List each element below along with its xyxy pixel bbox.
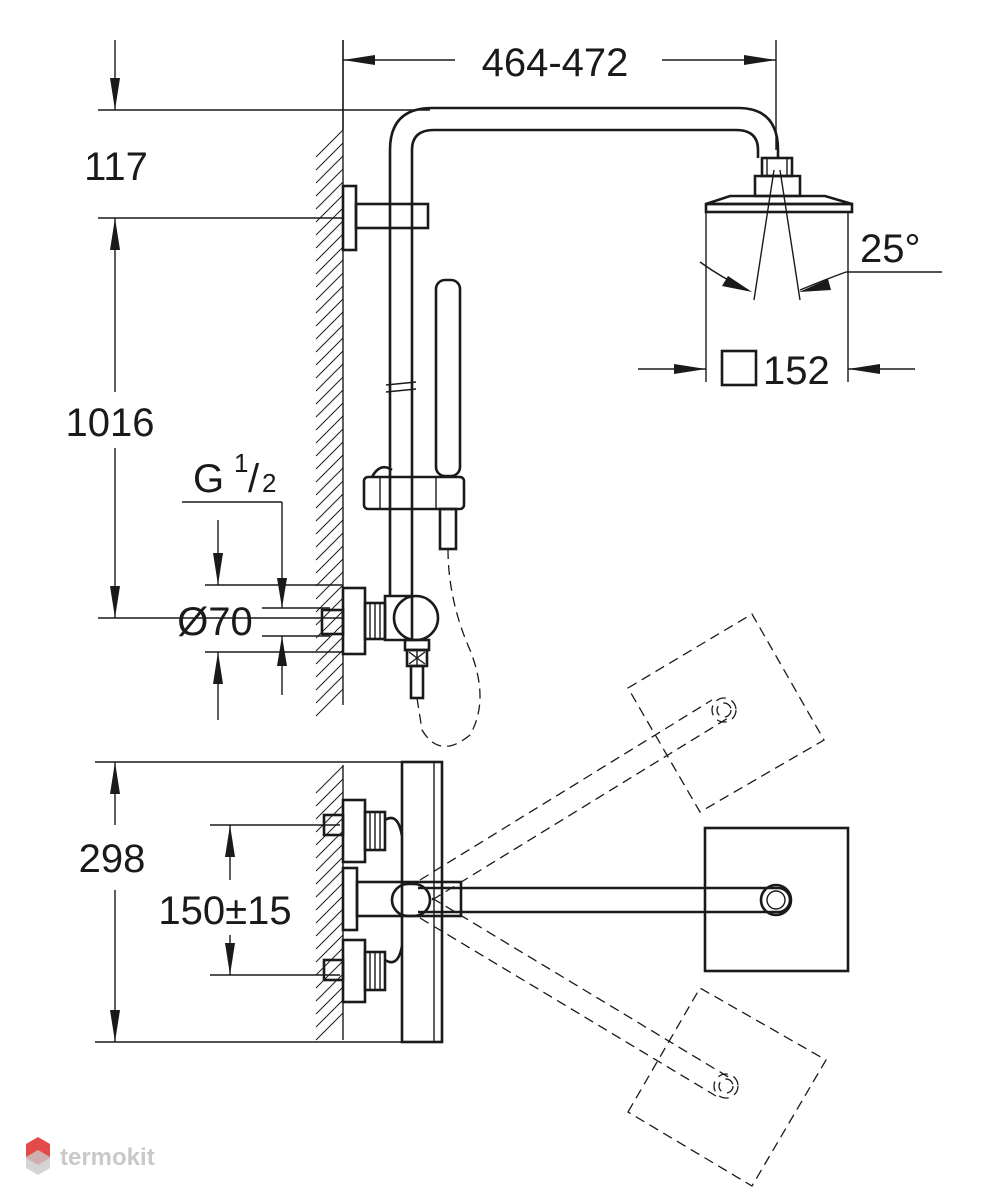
inlet-spacing-label: 150±15: [158, 889, 291, 933]
watermark-brand-text: termokit: [60, 1144, 155, 1171]
wall-hatch-line: [315, 181, 344, 210]
wall-hatch-line: [315, 467, 344, 496]
head-angle-label: 25°: [860, 227, 921, 271]
hand-shower: [362, 278, 481, 748]
wall-hatch-line: [315, 402, 344, 431]
wall-hatch-line: [315, 350, 344, 379]
wall-hatch-line: [315, 791, 344, 820]
thread-denominator: 2: [262, 468, 276, 498]
wall-hatch-line: [315, 246, 344, 275]
wall-hatch-line: [315, 259, 344, 288]
wall-hatch-line: [315, 454, 344, 483]
wall-hatch-line: [315, 843, 344, 872]
wall-hatch-line: [315, 688, 344, 717]
wall-hatch-line: [315, 597, 344, 626]
plan-depth-label: 298: [79, 837, 146, 881]
wall-hatch-line: [315, 285, 344, 314]
plan-view: [315, 613, 850, 1187]
wall-hatch-line: [315, 311, 344, 340]
wall-hatch-line: [315, 973, 344, 1002]
wall-hatch-line: [315, 298, 344, 327]
wall-hatch-line: [315, 532, 344, 561]
square-symbol-icon: [720, 349, 758, 387]
wall-hatch-line: [315, 882, 344, 911]
wall-hatch-line: [315, 675, 344, 704]
wall-hatch-line: [315, 168, 344, 197]
wall-hatch-line: [315, 1012, 344, 1041]
diameter-label: Ø70: [177, 600, 253, 644]
wall-elevation: [315, 40, 344, 717]
dimension-inlet-spacing: 150±15: [158, 824, 340, 976]
wall-hatch-line: [315, 389, 344, 418]
wall-hatch-line: [315, 921, 344, 950]
wall-hatch-line: [315, 480, 344, 509]
wall-hatch-line: [315, 623, 344, 652]
wall-hatch-line: [315, 999, 344, 1028]
dimension-top-offset: 117: [84, 40, 430, 219]
wall-hatch-line: [315, 934, 344, 963]
wall-hatch-line: [315, 142, 344, 171]
wall-hatch-line: [315, 155, 344, 184]
dimension-plan-depth: 298: [79, 761, 420, 1043]
dimension-diameter: Ø70: [177, 520, 343, 720]
wall-hatch-line: [315, 986, 344, 1015]
top-offset-label: 117: [84, 145, 148, 189]
shower-riser: [320, 106, 780, 700]
dimension-thread: G 1 / 2: [182, 448, 330, 695]
wall-hatch-line: [315, 895, 344, 924]
wall-hatch-line: [315, 506, 344, 535]
wall-hatch-line: [315, 856, 344, 885]
wall-hatch-line: [315, 908, 344, 937]
dimension-head-size: 152: [638, 349, 915, 393]
dimension-column-height: 1016: [66, 218, 343, 619]
wall-hatch-line: [315, 804, 344, 833]
wall-hatch-line: [315, 376, 344, 405]
wall-hatch-line: [315, 636, 344, 665]
wall-hatch-line: [315, 428, 344, 457]
wall-hatch-line: [315, 778, 344, 807]
thread-slash: /: [248, 457, 260, 501]
wall-hatch-line: [315, 233, 344, 262]
wall-hatch-line: [315, 337, 344, 366]
wall-hatch-line: [315, 324, 344, 353]
wall-hatch-line: [315, 610, 344, 639]
wall-hatch-line: [315, 207, 344, 236]
wall-hatch-line: [315, 441, 344, 470]
thread-g-label: G: [193, 457, 224, 501]
wall-hatch-line: [315, 415, 344, 444]
wall-hatch-line: [315, 220, 344, 249]
thread-numerator: 1: [234, 448, 248, 478]
wall-hatch-line: [315, 662, 344, 691]
wall-hatch-line: [315, 869, 344, 898]
wall-hatch-line: [315, 765, 344, 794]
wall-hatch-line: [315, 493, 344, 522]
wall-hatch-line: [315, 545, 344, 574]
dimension-head-angle: 25°: [699, 227, 942, 292]
termokit-logo-icon: [26, 1137, 50, 1175]
arm-reach-label: 464-472: [482, 41, 629, 85]
termokit-watermark: termokit: [26, 1137, 155, 1175]
wall-hatch-line: [315, 129, 344, 158]
head-size-label: 152: [763, 349, 830, 393]
dimension-arm-reach: 464-472: [342, 40, 777, 150]
column-height-label: 1016: [66, 401, 155, 445]
wall-hatch-line: [315, 519, 344, 548]
wall-hatch-line: [315, 558, 344, 587]
wall-hatch-line: [315, 817, 344, 846]
shower-head: [704, 156, 854, 382]
wall-hatch-line: [315, 272, 344, 301]
wall-hatch-line: [315, 363, 344, 392]
wall-hatch-line: [315, 649, 344, 678]
wall-hatch-line: [315, 947, 344, 976]
